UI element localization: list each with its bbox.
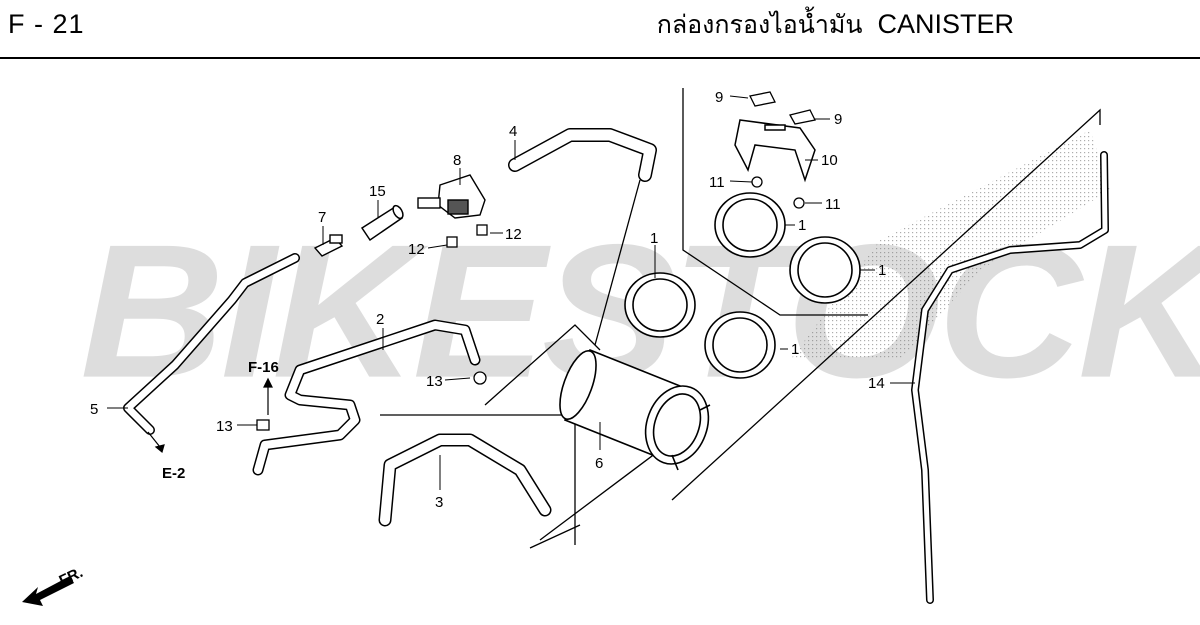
- ref-fr: FR.: [57, 564, 86, 590]
- clip-nuts-9: [749, 91, 816, 125]
- callout-10: 10: [821, 152, 838, 169]
- bracket-10: [734, 119, 816, 183]
- callout-11-left: 11: [709, 174, 725, 191]
- tube-15: [360, 204, 404, 242]
- clamp-bands: [624, 192, 861, 379]
- valve-8: [417, 174, 486, 219]
- leader-lines: [107, 95, 915, 490]
- callout-1-c: 1: [798, 217, 806, 234]
- callout-1-d: 1: [878, 262, 886, 279]
- callout-11-right: 11: [825, 196, 841, 213]
- callout-2: 2: [376, 311, 384, 328]
- page-code: F - 21: [8, 9, 85, 39]
- callout-5: 5: [90, 401, 98, 418]
- callout-14: 14: [868, 375, 885, 392]
- dotted-shading: [790, 130, 1110, 360]
- callout-15: 15: [369, 183, 386, 200]
- callout-8: 8: [453, 152, 461, 169]
- fitting-7: [313, 234, 344, 257]
- callout-12-left: 12: [408, 241, 425, 258]
- callout-1-a: 1: [650, 230, 658, 247]
- callout-3: 3: [435, 494, 443, 511]
- ref-e2: E-2: [162, 465, 185, 482]
- callout-4: 4: [509, 123, 517, 140]
- hose-5: [123, 253, 300, 435]
- callout-7: 7: [318, 209, 326, 226]
- reference-arrows: [147, 377, 273, 454]
- callout-13-lower: 13: [216, 418, 233, 435]
- page-title: กล่องกรองไอน้ำมัน CANISTER: [657, 4, 1014, 45]
- title-english: CANISTER: [877, 9, 1014, 39]
- ref-f16: F-16: [248, 359, 279, 376]
- callout-9-right: 9: [834, 111, 842, 128]
- title-thai: กล่องกรองไอน้ำมัน: [656, 10, 863, 39]
- canister-6: [559, 348, 711, 471]
- callout-6: 6: [595, 455, 603, 472]
- fr-arrow-icon: [22, 576, 74, 606]
- callout-12-right: 12: [505, 226, 522, 243]
- callout-13-upper: 13: [426, 373, 443, 390]
- header-divider: [0, 57, 1200, 59]
- callout-9-left: 9: [715, 89, 723, 106]
- callout-1-b: 1: [791, 341, 799, 358]
